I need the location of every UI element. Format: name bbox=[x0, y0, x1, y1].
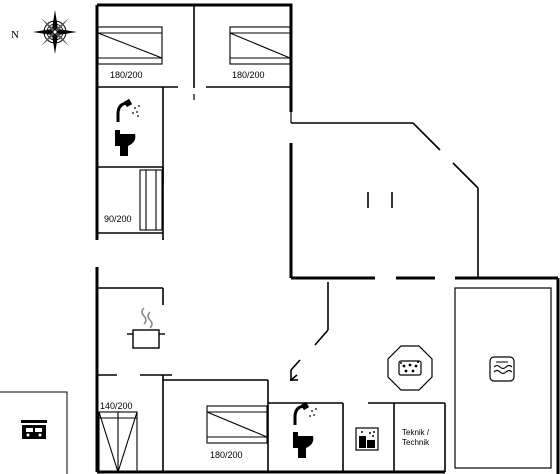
bed-label-2: 180/200 bbox=[232, 70, 265, 80]
bed-4 bbox=[98, 411, 138, 473]
shower-icon bbox=[116, 98, 140, 122]
north-label: N bbox=[11, 29, 19, 41]
spa-bath-icon bbox=[387, 345, 433, 391]
interior-walls bbox=[97, 5, 479, 472]
carport-icon bbox=[21, 420, 47, 439]
shower-icon bbox=[293, 401, 317, 425]
carport-outline bbox=[0, 391, 68, 474]
door-openings bbox=[193, 94, 292, 123]
outer-walls bbox=[95, 3, 560, 474]
technik-label-line-2: Technik bbox=[402, 438, 430, 447]
toilet-icon bbox=[293, 432, 314, 458]
bed-label-5: 180/200 bbox=[210, 450, 243, 460]
cooking-pot-icon bbox=[127, 307, 165, 349]
technik-label: Teknik / Technik bbox=[402, 428, 429, 448]
pool-outline bbox=[454, 287, 552, 469]
bed-1 bbox=[97, 26, 163, 65]
bed-label-4: 140/200 bbox=[100, 401, 133, 411]
bed-2 bbox=[229, 26, 291, 65]
compass-rose-icon bbox=[33, 10, 77, 54]
bed-label-3: 90/200 bbox=[104, 214, 132, 224]
bed-3 bbox=[139, 169, 163, 231]
toilet-icon bbox=[115, 130, 136, 156]
technik-label-line-1: Teknik / bbox=[402, 428, 430, 437]
bed-label-1: 180/200 bbox=[110, 70, 143, 80]
pool-icon bbox=[489, 356, 515, 382]
sauna-icon bbox=[355, 427, 379, 451]
bed-5 bbox=[206, 405, 268, 444]
